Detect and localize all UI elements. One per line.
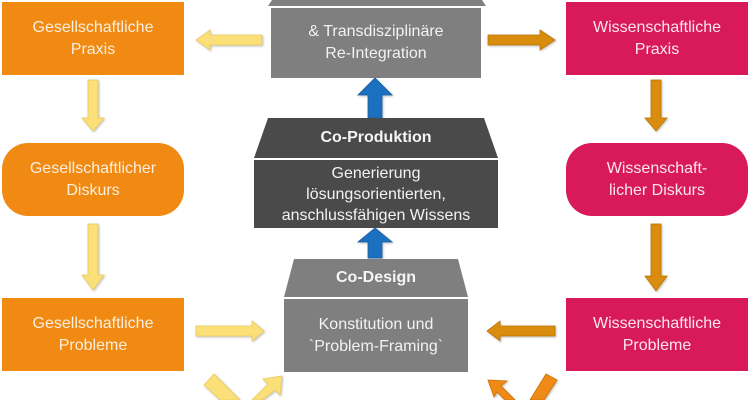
science-praxis-line2: Praxis: [634, 40, 680, 58]
society-praxis-line1: Gesellschaftliche: [32, 18, 154, 36]
society-probleme-line1: Gesellschaftliche: [32, 314, 154, 332]
arrow-science-praxis-to-diskurs: [644, 79, 668, 132]
arrow-bottom-left-diagonal-up: [251, 375, 283, 400]
codesign-roof: [284, 259, 468, 297]
arrow-science-diskurs-to-probleme: [644, 223, 668, 292]
coproduktion-line1: Generierung: [331, 164, 421, 182]
arrow-bottom-right-diagonal-up: [487, 379, 516, 400]
society-probleme-box: Gesellschaftliche Probleme: [2, 298, 184, 371]
arrow-codesign-to-coproduktion: [356, 227, 394, 259]
codesign-box: Konstitution und `Problem-Framing`: [284, 299, 468, 372]
society-diskurs-line1: Gesellschaftlicher: [29, 159, 157, 177]
codesign-line2: `Problem-Framing`: [308, 337, 444, 355]
arrow-science-probleme-to-codesign: [486, 320, 556, 342]
reintegration-line2: Re-Integration: [325, 45, 427, 62]
reintegration-box: & Transdisziplinäre Re-Integration: [271, 8, 481, 78]
arrow-society-probleme-to-codesign: [195, 320, 265, 342]
arrow-society-diskurs-to-probleme: [81, 223, 105, 291]
coproduktion-line3: anschlussfähigen Wissens: [281, 206, 471, 224]
coproduktion-line2: lösungsorientierten,: [306, 185, 446, 203]
society-praxis-line2: Praxis: [70, 40, 116, 58]
top-box-roof: [268, 0, 486, 6]
society-diskurs-line2: Diskurs: [66, 181, 120, 199]
science-diskurs-line2: licher Diskurs: [608, 181, 705, 199]
arrow-coproduktion-to-reintegration: [357, 77, 393, 119]
science-praxis-line1: Wissenschaftliche: [592, 18, 722, 36]
science-diskurs-line1: Wissenschaft-: [606, 159, 708, 177]
codesign-title: Co-Design: [336, 269, 416, 286]
arrow-reintegration-to-society-praxis: [195, 29, 263, 51]
arrow-reintegration-to-science-praxis: [487, 29, 556, 51]
science-diskurs-box: Wissenschaft- licher Diskurs: [566, 143, 748, 216]
coproduktion-roof: [254, 118, 498, 158]
science-probleme-line1: Wissenschaftliche: [592, 314, 722, 332]
science-praxis-box: Wissenschaftliche Praxis: [566, 2, 748, 75]
society-diskurs-box: Gesellschaftlicher Diskurs: [2, 143, 184, 216]
science-probleme-line2: Probleme: [622, 336, 692, 354]
reintegration-line1: & Transdisziplinäre: [308, 23, 444, 40]
science-probleme-box: Wissenschaftliche Probleme: [566, 298, 748, 371]
codesign-line1: Konstitution und: [318, 315, 434, 333]
coproduktion-box: Generierung lösungsorientierten, anschlu…: [254, 160, 498, 228]
arrow-bottom-left-diagonal-down: [203, 373, 241, 400]
society-praxis-box: Gesellschaftliche Praxis: [2, 2, 184, 75]
arrow-society-praxis-to-diskurs: [81, 79, 105, 132]
arrow-bottom-right-diagonal-down: [529, 373, 558, 400]
coproduktion-title: Co-Produktion: [320, 129, 432, 146]
society-probleme-line2: Probleme: [58, 336, 128, 354]
